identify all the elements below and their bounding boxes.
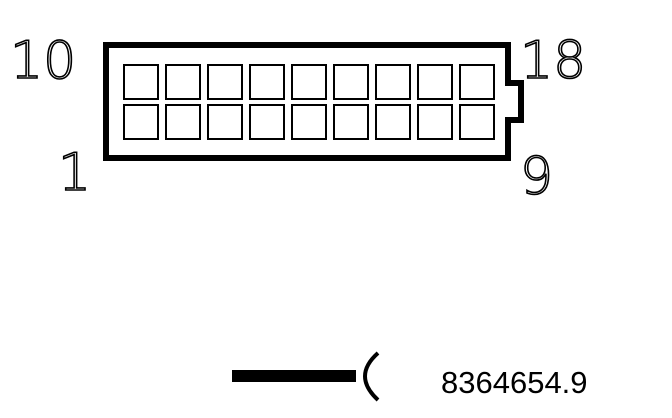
pin-label-bottom-left: 1 (58, 143, 91, 203)
pin-cavity (417, 104, 453, 140)
pin-cavity (207, 104, 243, 140)
pin-cavity (333, 104, 369, 140)
pin-cavity (165, 64, 201, 100)
pin-cavity (207, 64, 243, 100)
pin-label-bottom-right: 9 (520, 147, 553, 207)
wire-receptacle-symbol (363, 351, 380, 402)
pin-cavity (291, 64, 327, 100)
pin-cavity (123, 104, 159, 140)
pin-cavity (291, 104, 327, 140)
part-number: 8364654.9 (441, 365, 588, 400)
pin-cavity (249, 64, 285, 100)
pin-label-top-left: 10 (10, 31, 76, 91)
pin-label-top-right: 18 (520, 31, 586, 91)
pin-cavity (459, 64, 495, 100)
pin-cavity (375, 104, 411, 140)
pin-cavity-grid (123, 64, 495, 140)
pin-cavity (375, 64, 411, 100)
connector-housing (103, 42, 524, 161)
pin-cavity (459, 104, 495, 140)
pin-cavity (417, 64, 453, 100)
pin-cavity (165, 104, 201, 140)
pin-cavity (249, 104, 285, 140)
pin-cavity (333, 64, 369, 100)
pin-cavity (123, 64, 159, 100)
wire-line (232, 370, 356, 382)
